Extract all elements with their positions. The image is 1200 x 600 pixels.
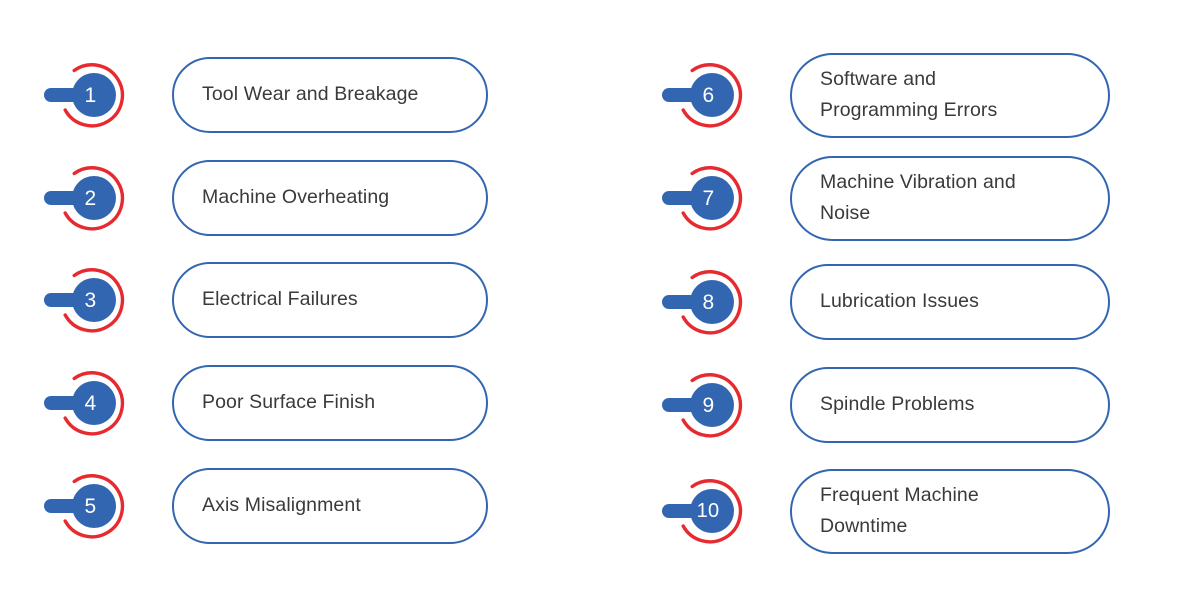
list-item[interactable]: 8 Lubrication Issues: [658, 263, 1110, 341]
item-pill[interactable]: Poor Surface Finish: [172, 365, 488, 441]
badge-ring-group: [681, 63, 743, 128]
list-item[interactable]: 5 Axis Misalignment: [40, 467, 488, 545]
item-pill[interactable]: Machine Overheating: [172, 160, 488, 236]
badge-ring-group: [681, 373, 743, 438]
step-number: 10: [696, 500, 720, 522]
step-badge-5: 5: [40, 467, 126, 545]
step-badge-3: 3: [40, 261, 126, 339]
item-pill[interactable]: Spindle Problems: [790, 367, 1110, 443]
list-item[interactable]: 9 Spindle Problems: [658, 366, 1110, 444]
item-label: Tool Wear and Breakage: [202, 83, 419, 106]
item-pill[interactable]: Frequent Machine Downtime: [790, 468, 1110, 554]
step-badge-6: 6: [658, 56, 744, 134]
step-number: 9: [702, 393, 715, 417]
item-pill[interactable]: Tool Wear and Breakage: [172, 57, 488, 133]
item-label: Spindle Problems: [820, 393, 975, 416]
step-badge-8: 8: [658, 263, 744, 341]
badge-ring-group: [681, 479, 743, 544]
badge-ring-group: [681, 270, 743, 335]
step-number: 7: [702, 186, 715, 210]
step-badge-4: 4: [40, 364, 126, 442]
list-item[interactable]: 4 Poor Surface Finish: [40, 364, 488, 442]
step-badge-7: 7: [658, 159, 744, 237]
step-badge-1: 1: [40, 56, 126, 134]
item-pill[interactable]: Lubrication Issues: [790, 264, 1110, 340]
left-column: 1 Tool Wear and Breakage 2 Machine Overheat…: [40, 0, 600, 600]
badge-ring-group: [63, 474, 125, 539]
list-item[interactable]: 3 Electrical Failures: [40, 261, 488, 339]
item-pill[interactable]: Electrical Failures: [172, 262, 488, 338]
step-badge-9: 9: [658, 366, 744, 444]
step-number: 3: [84, 288, 97, 312]
item-label: Software and Programming Errors: [820, 67, 998, 121]
badge-ring-group: [681, 166, 743, 231]
item-label: Electrical Failures: [202, 288, 358, 311]
item-pill[interactable]: Axis Misalignment: [172, 468, 488, 544]
badge-ring-group: [63, 268, 125, 333]
item-label: Frequent Machine Downtime: [820, 483, 979, 537]
step-number: 4: [84, 391, 97, 415]
list-item[interactable]: 6 Software and Programming Errors: [658, 52, 1110, 138]
item-label: Poor Surface Finish: [202, 391, 376, 414]
step-number: 2: [84, 186, 97, 210]
item-pill[interactable]: Software and Programming Errors: [790, 52, 1110, 138]
step-badge-2: 2: [40, 159, 126, 237]
step-number: 1: [84, 83, 97, 107]
step-badge-10: 10: [658, 472, 744, 550]
item-label: Axis Misalignment: [202, 494, 361, 517]
step-number: 5: [84, 494, 97, 518]
item-label: Lubrication Issues: [820, 290, 979, 313]
badge-ring-group: [63, 166, 125, 231]
list-item[interactable]: 2 Machine Overheating: [40, 159, 488, 237]
step-number: 8: [702, 290, 715, 314]
item-label: Machine Overheating: [202, 186, 390, 209]
right-column: 6 Software and Programming Errors 7 Machine…: [658, 0, 1200, 600]
list-item[interactable]: 7 Machine Vibration and Noise: [658, 155, 1110, 241]
badge-ring-group: [63, 371, 125, 436]
list-item[interactable]: 10 Frequent Machine Downtime: [658, 468, 1110, 554]
list-item[interactable]: 1 Tool Wear and Breakage: [40, 56, 488, 134]
badge-ring-group: [63, 63, 125, 128]
step-number: 6: [702, 83, 715, 107]
item-label: Machine Vibration and Noise: [820, 170, 1016, 224]
item-pill[interactable]: Machine Vibration and Noise: [790, 155, 1110, 241]
